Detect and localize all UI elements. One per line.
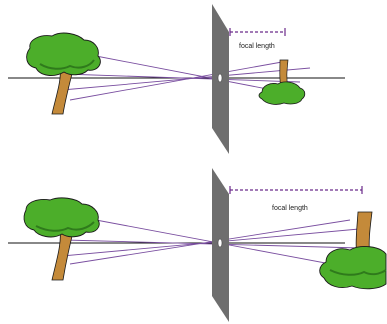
ray xyxy=(69,219,351,265)
tree-foliage-shade xyxy=(39,59,95,70)
ray xyxy=(69,61,283,101)
ray xyxy=(63,73,301,83)
pinhole-aperture xyxy=(217,238,223,248)
tree-trunk xyxy=(51,227,75,281)
tree-foliage xyxy=(26,32,101,76)
inverted-image-tree xyxy=(258,59,306,105)
tree-trunk xyxy=(51,65,75,115)
tree-foliage xyxy=(319,246,387,290)
object-tree xyxy=(23,197,100,281)
tree-foliage xyxy=(23,197,100,238)
tree-foliage-shade xyxy=(35,221,95,232)
focal-length-label: focal length xyxy=(239,43,275,50)
tree-foliage xyxy=(258,81,306,105)
panel-long-focal-length: focal length xyxy=(8,168,387,322)
inverted-image-tree xyxy=(319,211,387,290)
pinhole-aperture xyxy=(217,73,223,83)
tree-foliage-shade xyxy=(329,269,387,276)
focal-length-label: focal length xyxy=(272,205,308,212)
panel-short-focal-length: focal length xyxy=(8,4,345,154)
ray xyxy=(95,55,289,94)
object-tree xyxy=(26,32,101,115)
light-rays xyxy=(61,55,311,101)
focal-length-marker xyxy=(229,28,286,36)
focal-length-marker xyxy=(229,186,363,194)
